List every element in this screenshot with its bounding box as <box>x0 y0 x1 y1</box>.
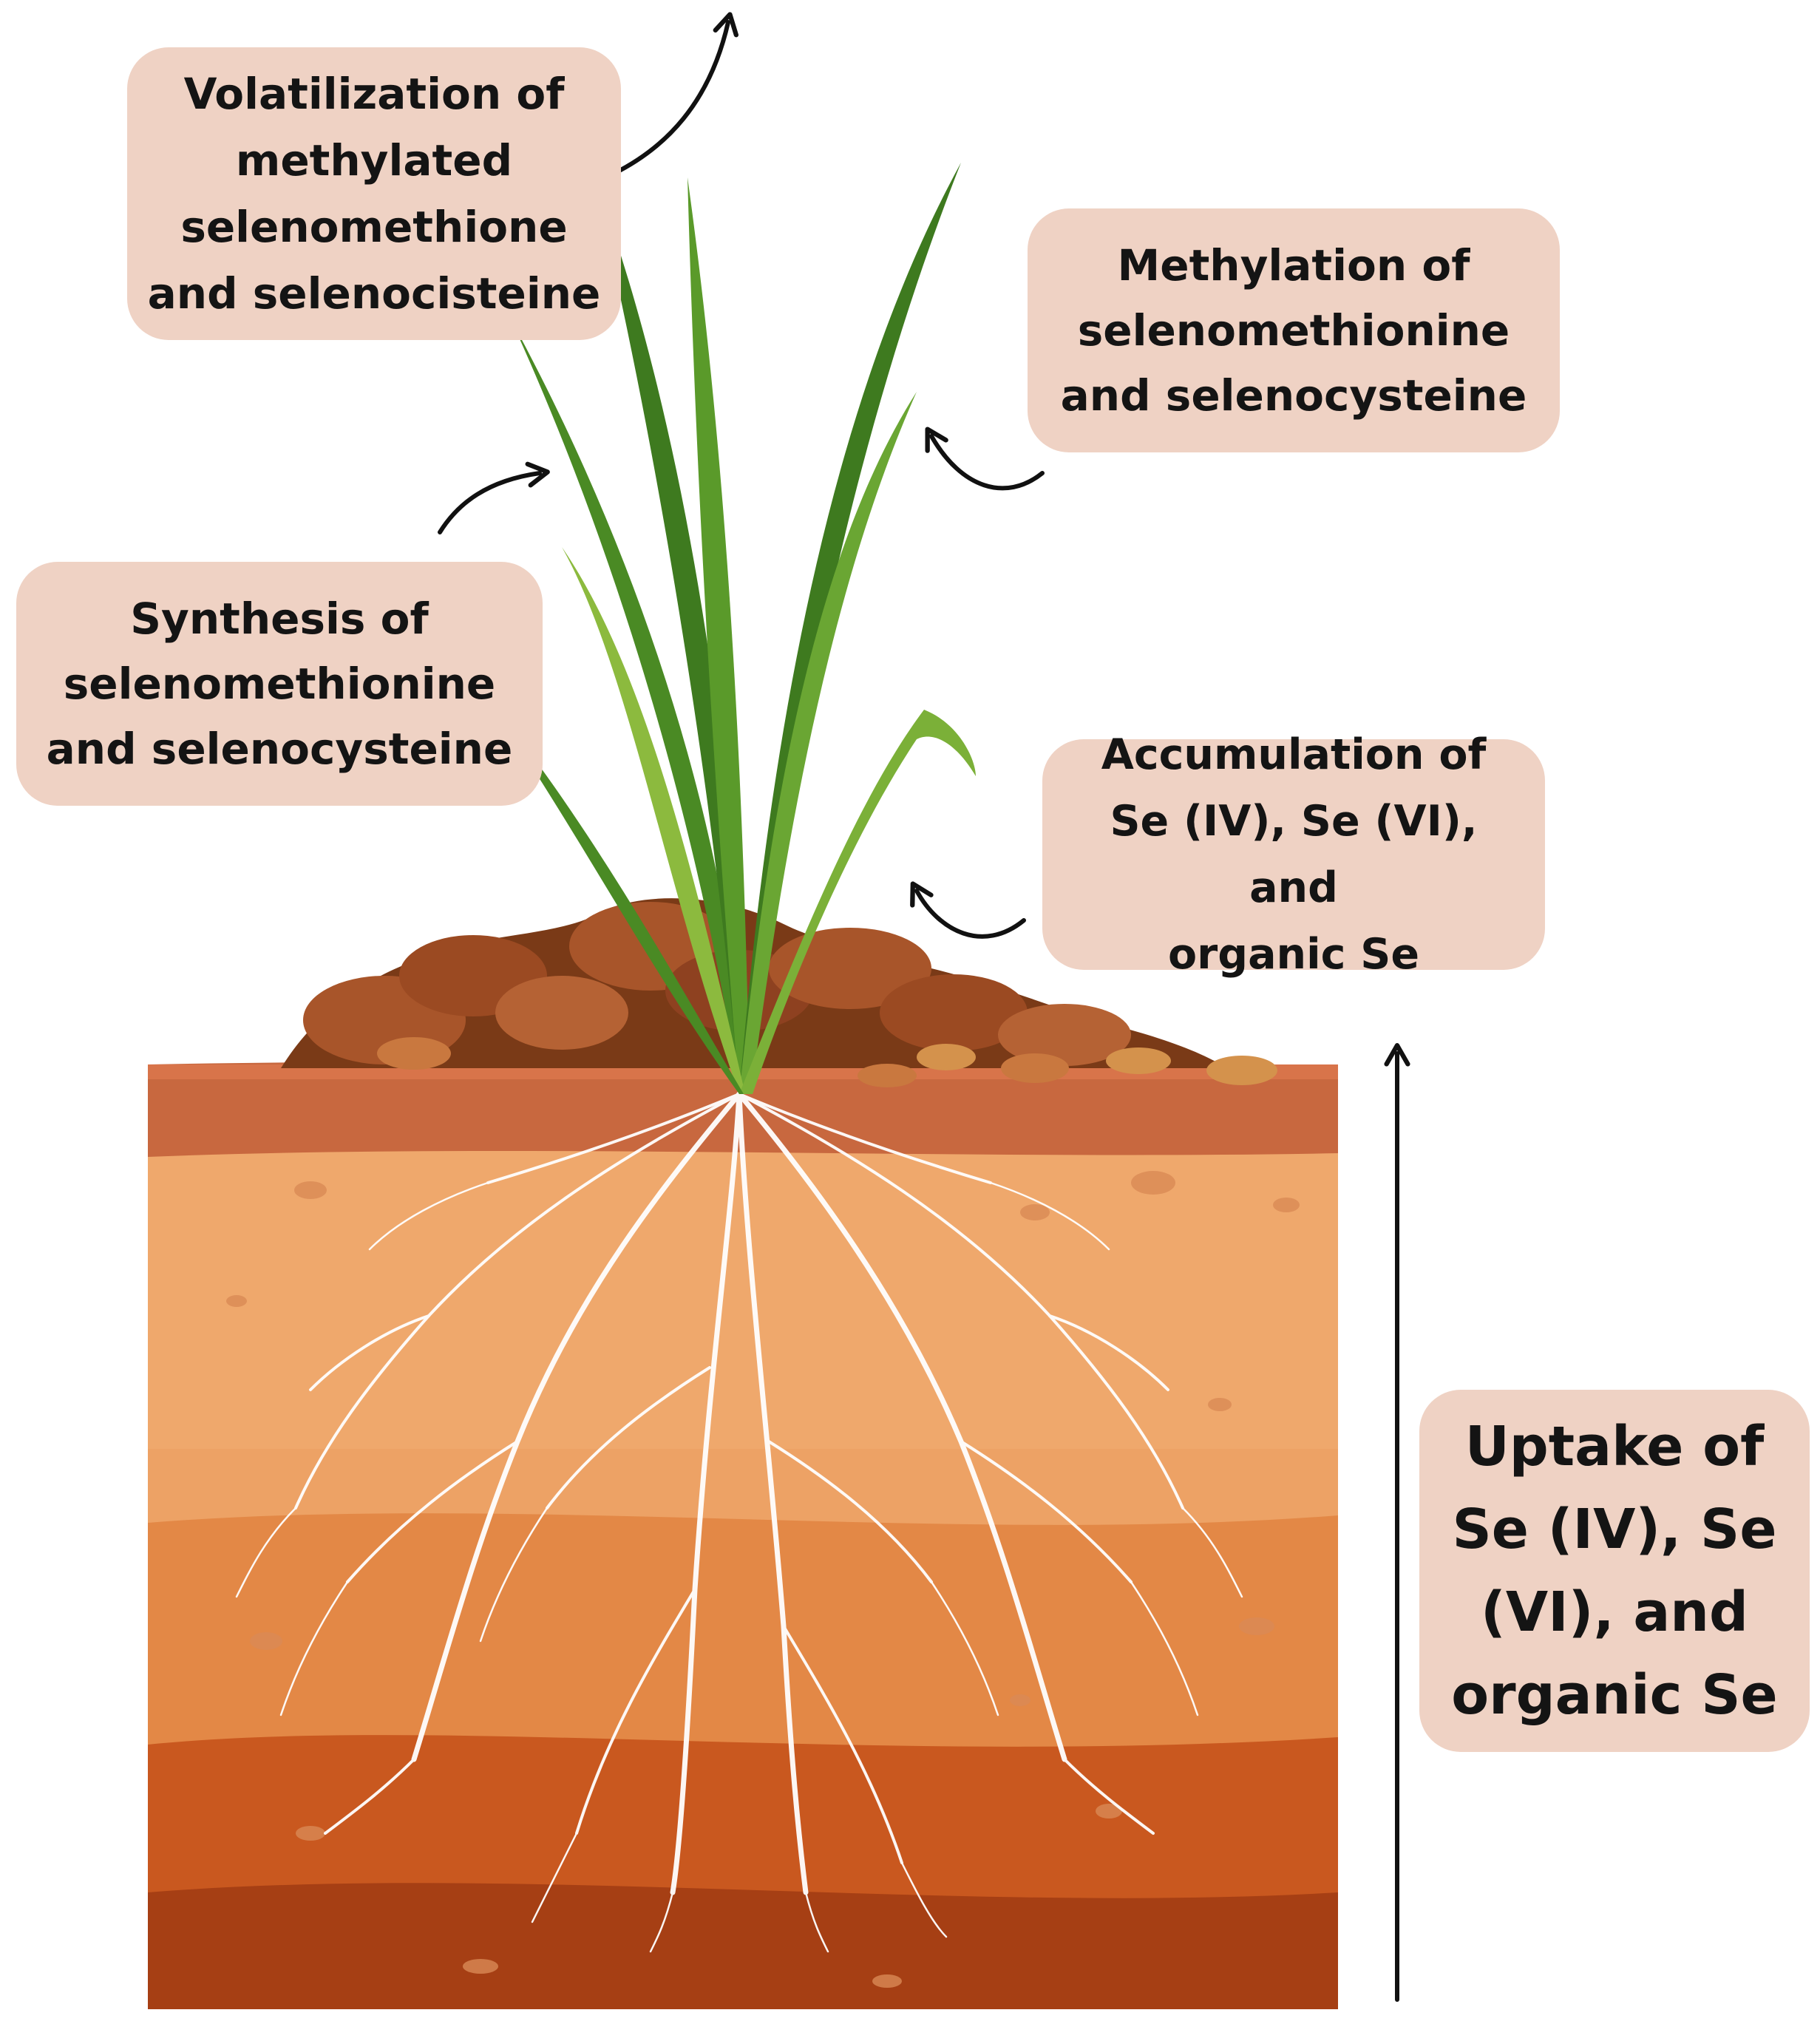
leaf <box>739 710 976 1094</box>
soil-speckles <box>226 1171 1300 1988</box>
plant-roots <box>235 1091 1243 1953</box>
methylation-label: Methylation of selenomethionine and sele… <box>1060 240 1527 421</box>
synthesis-label-box: Synthesis of selenomethionine and seleno… <box>16 562 543 806</box>
soil-layer-deep <box>148 1722 1338 1898</box>
leaf <box>473 680 744 1094</box>
arrows <box>438 12 1410 2002</box>
soil-layer-bottom <box>148 1878 1338 2009</box>
leaf <box>739 392 917 1094</box>
soil-clods <box>303 902 1277 1087</box>
volatilization-label: Volatilization of methylated selenomethi… <box>147 69 601 319</box>
volatilization-label-box: Volatilization of methylated selenomethi… <box>127 47 621 340</box>
arrow-volatilization <box>611 12 738 176</box>
uptake-label-box: Uptake of Se (IV), Se (VI), and organic … <box>1419 1390 1810 1752</box>
accumulation-label: Accumulation of Se (IV), Se (VI), and or… <box>1101 730 1487 979</box>
soil-layer-top <box>148 1062 1338 1157</box>
synthesis-label: Synthesis of selenomethionine and seleno… <box>46 594 513 774</box>
uptake-label: Uptake of Se (IV), Se (VI), and organic … <box>1451 1415 1778 1727</box>
plant-leaves <box>473 163 976 1094</box>
soil-mound <box>281 898 1277 1087</box>
arrow-synthesis <box>438 461 550 534</box>
arrow-accumulation <box>910 881 1026 939</box>
soil-layer-mid <box>148 1501 1338 1747</box>
arrow-methylation <box>925 427 1045 491</box>
leaf <box>687 177 750 1094</box>
accumulation-label-box: Accumulation of Se (IV), Se (VI), and or… <box>1042 730 1545 979</box>
leaf <box>562 547 745 1094</box>
soil-block <box>148 1062 1338 2009</box>
methylation-label-box: Methylation of selenomethionine and sele… <box>1028 208 1560 452</box>
